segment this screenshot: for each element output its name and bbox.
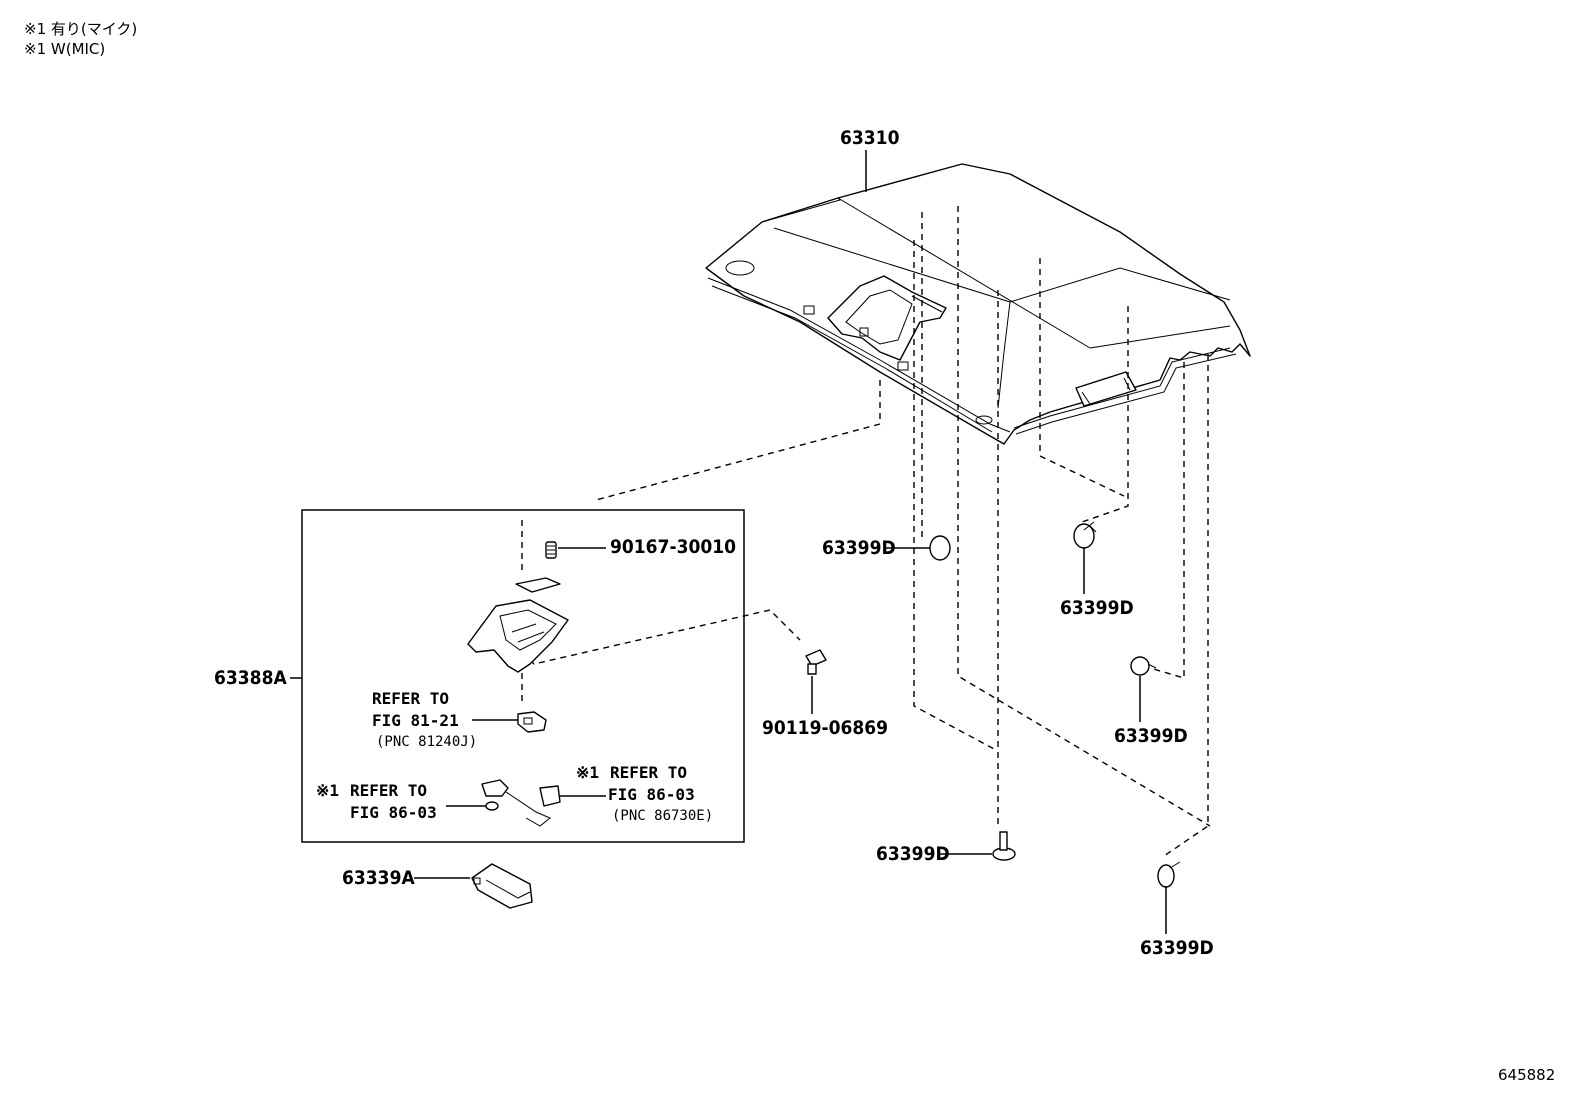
clip-b-drawing [1073, 521, 1097, 549]
screw-drawing [545, 541, 557, 559]
label-63388a: 63388A [214, 667, 287, 689]
ref2-line1: REFER TO [350, 781, 427, 800]
mic-module-drawing [481, 779, 561, 827]
ref3-line2: FIG 86-03 [608, 785, 695, 804]
clip-d-drawing [992, 831, 1016, 861]
label-clip-d: 63399D [876, 843, 950, 865]
ref3-line1: REFER TO [610, 763, 687, 782]
ref2-line2: FIG 86-03 [350, 803, 437, 822]
clip-c-drawing [1130, 656, 1157, 676]
cover-drawing [471, 863, 533, 909]
label-clip-a: 63399D [822, 537, 896, 559]
label-63339a: 63339A [342, 867, 415, 889]
note-mic-jp: ※1 有り(マイク) [24, 20, 137, 38]
label-63310: 63310 [840, 127, 900, 149]
label-clip-e: 63399D [1140, 937, 1214, 959]
ref1-line1: REFER TO [372, 689, 449, 708]
figure-id: 645882 [1498, 1066, 1555, 1084]
dashed-leaders [521, 206, 1211, 857]
label-90167: 90167-30010 [610, 536, 736, 558]
label-clip-c: 63399D [1114, 725, 1188, 747]
label-90119: 90119-06869 [762, 717, 888, 739]
ref3-line3: (PNC 86730E) [612, 808, 713, 824]
ref1-line2: FIG 81-21 [372, 711, 459, 730]
console-bracket-drawing [467, 577, 569, 733]
label-clip-b: 63399D [1060, 597, 1134, 619]
ref3-prefix: ※1 [576, 763, 599, 782]
note-mic-en: ※1 W(MIC) [24, 40, 105, 58]
assembly-box [301, 509, 745, 843]
ref1-line3: (PNC 81240J) [376, 734, 477, 750]
clip-a-drawing [929, 535, 951, 561]
clip-screw-drawing [805, 649, 827, 675]
clip-e-drawing [1157, 861, 1181, 888]
headliner-drawing [705, 163, 1251, 445]
ref2-prefix: ※1 [316, 781, 339, 800]
